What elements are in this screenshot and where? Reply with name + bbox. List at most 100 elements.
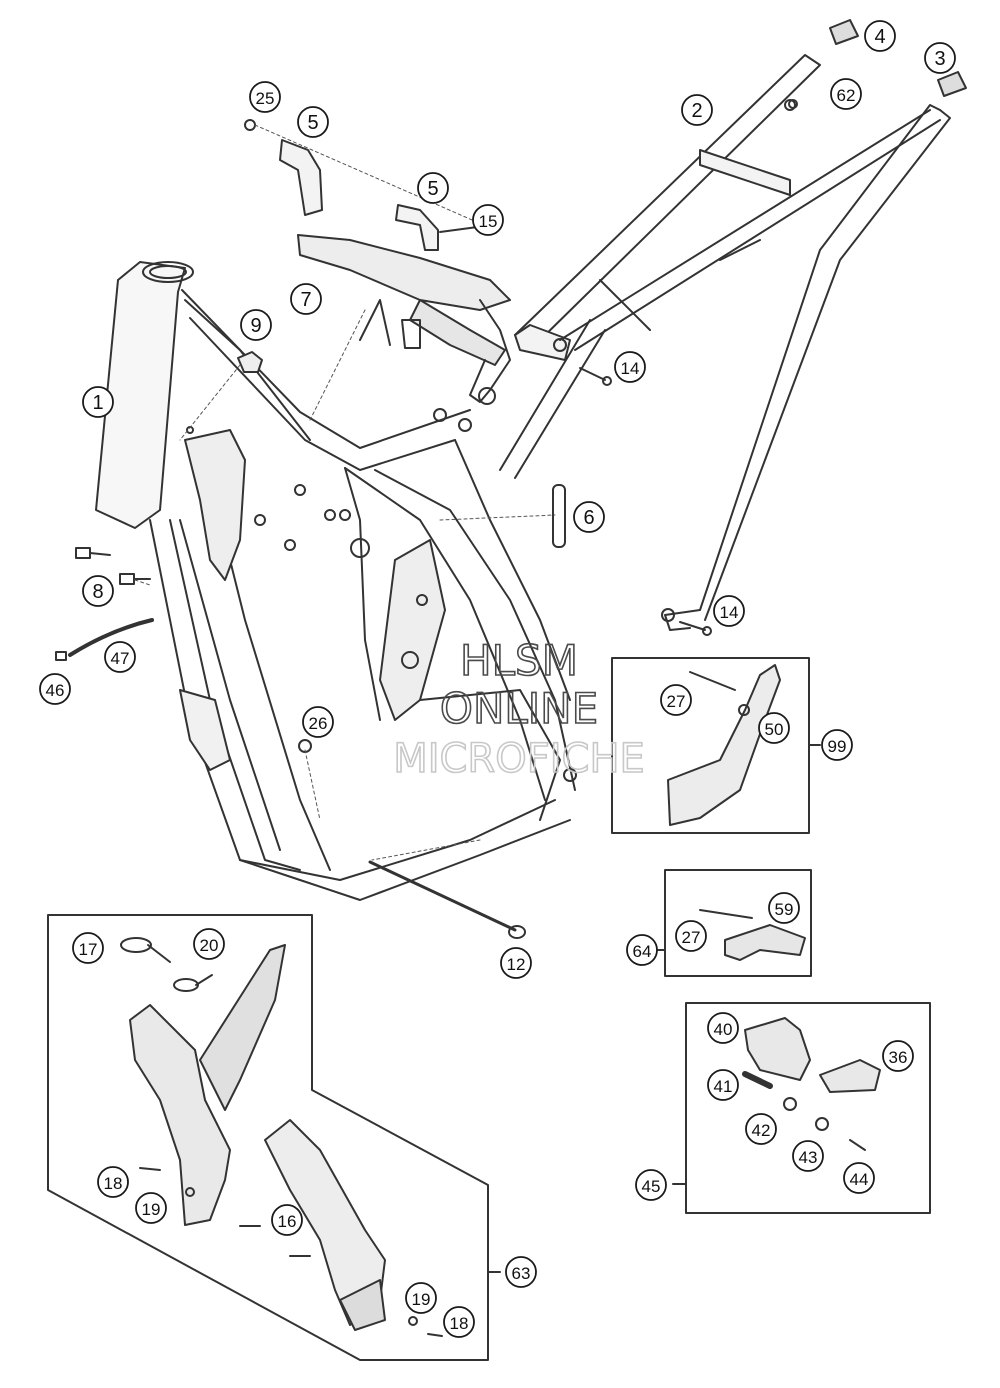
callout-circle (443, 1306, 475, 1338)
callout-circle (924, 42, 956, 74)
callout-circle (302, 706, 334, 738)
callout-p44: 44 (843, 1162, 875, 1194)
callout-p40: 40 (707, 1012, 739, 1044)
callout-number: 7 (300, 289, 311, 311)
callout-circle (290, 283, 322, 315)
callout-layer: 1234556789121414151617181819192025262727… (39, 20, 956, 1338)
callout-circle (707, 1069, 739, 1101)
callout-p50: 50 (758, 712, 790, 744)
callout-circle (39, 673, 71, 705)
callout-circle (135, 1192, 167, 1224)
callout-number: 99 (828, 737, 847, 756)
callout-circle (626, 934, 658, 966)
callout-p18a: 18 (97, 1166, 129, 1198)
callout-number: 5 (427, 178, 438, 200)
callout-p27a: 27 (660, 684, 692, 716)
callout-circle (82, 386, 114, 418)
callout-p19a: 19 (135, 1192, 167, 1224)
callout-number: 64 (633, 942, 652, 961)
callout-p5a: 5 (297, 106, 329, 138)
callout-number: 18 (450, 1314, 469, 1333)
callout-circle (405, 1282, 437, 1314)
callout-p42: 42 (745, 1113, 777, 1145)
callout-p59: 59 (768, 892, 800, 924)
callout-circle (660, 684, 692, 716)
main-frame-drawing (95, 261, 577, 901)
callout-number: 15 (479, 212, 498, 231)
callout-circle (681, 94, 713, 126)
callout-p19b: 19 (405, 1282, 437, 1314)
callout-circle (864, 20, 896, 52)
callout-circle (758, 712, 790, 744)
callout-circle (882, 1040, 914, 1072)
callout-p41: 41 (707, 1069, 739, 1101)
callout-p26: 26 (302, 706, 334, 738)
callout-p45: 45 (635, 1169, 667, 1201)
callout-circle (614, 351, 646, 383)
callout-p14b: 14 (713, 595, 745, 627)
callout-circle (843, 1162, 875, 1194)
callout-number: 1 (92, 392, 103, 414)
callout-p1: 1 (82, 386, 114, 418)
callout-p9: 9 (240, 309, 272, 341)
callout-number: 19 (412, 1290, 431, 1309)
callout-p5b: 5 (417, 172, 449, 204)
footrest-box (672, 1002, 931, 1214)
frame-protector-group (47, 914, 501, 1361)
callout-circle (768, 892, 800, 924)
watermark: HLSM ONLINE MICROFICHE (392, 635, 645, 783)
callout-number: 45 (642, 1177, 661, 1196)
leader-lines (134, 124, 556, 861)
callout-circle (104, 641, 136, 673)
callout-circle (97, 1166, 129, 1198)
callout-p6: 6 (573, 501, 605, 533)
callout-p16: 16 (271, 1204, 303, 1236)
callout-number: 46 (46, 681, 65, 700)
callout-number: 14 (621, 359, 640, 378)
callout-number: 5 (307, 112, 318, 134)
callout-p64: 64 (626, 934, 658, 966)
callout-circle (713, 595, 745, 627)
callout-circle (635, 1169, 667, 1201)
callout-circle (573, 501, 605, 533)
callout-p46: 46 (39, 673, 71, 705)
bracket-drawings (237, 139, 566, 548)
callout-number: 9 (250, 315, 261, 337)
callout-circle (72, 932, 104, 964)
callout-circle (500, 947, 532, 979)
callout-number: 27 (682, 928, 701, 947)
callout-number: 27 (667, 692, 686, 711)
callout-number: 50 (765, 720, 784, 739)
callout-p36: 36 (882, 1040, 914, 1072)
fastener-drawings (55, 19, 967, 939)
callout-number: 26 (309, 714, 328, 733)
callout-circle (821, 729, 853, 761)
callout-circle (675, 920, 707, 952)
callout-p27b: 27 (675, 920, 707, 952)
callout-circle (82, 575, 114, 607)
watermark-line-2: ONLINE (440, 684, 598, 733)
callout-number: 2 (691, 100, 702, 122)
callout-p8: 8 (82, 575, 114, 607)
callout-p2: 2 (681, 94, 713, 126)
callout-p99: 99 (821, 729, 853, 761)
callout-circle (297, 106, 329, 138)
callout-number: 8 (92, 581, 103, 603)
callout-circle (417, 172, 449, 204)
callout-circle (792, 1140, 824, 1172)
subframe-drawing (499, 54, 951, 631)
callout-number: 41 (714, 1077, 733, 1096)
callout-number: 3 (934, 48, 945, 70)
callout-circle (505, 1256, 537, 1288)
callout-number: 17 (79, 940, 98, 959)
skid-plate-box (611, 657, 821, 834)
callout-number: 20 (200, 936, 219, 955)
callout-p20: 20 (193, 928, 225, 960)
callout-p15: 15 (472, 204, 504, 236)
callout-p43: 43 (792, 1140, 824, 1172)
callout-p3: 3 (924, 42, 956, 74)
callout-number: 43 (799, 1148, 818, 1167)
callout-circle (240, 309, 272, 341)
callout-number: 62 (837, 86, 856, 105)
